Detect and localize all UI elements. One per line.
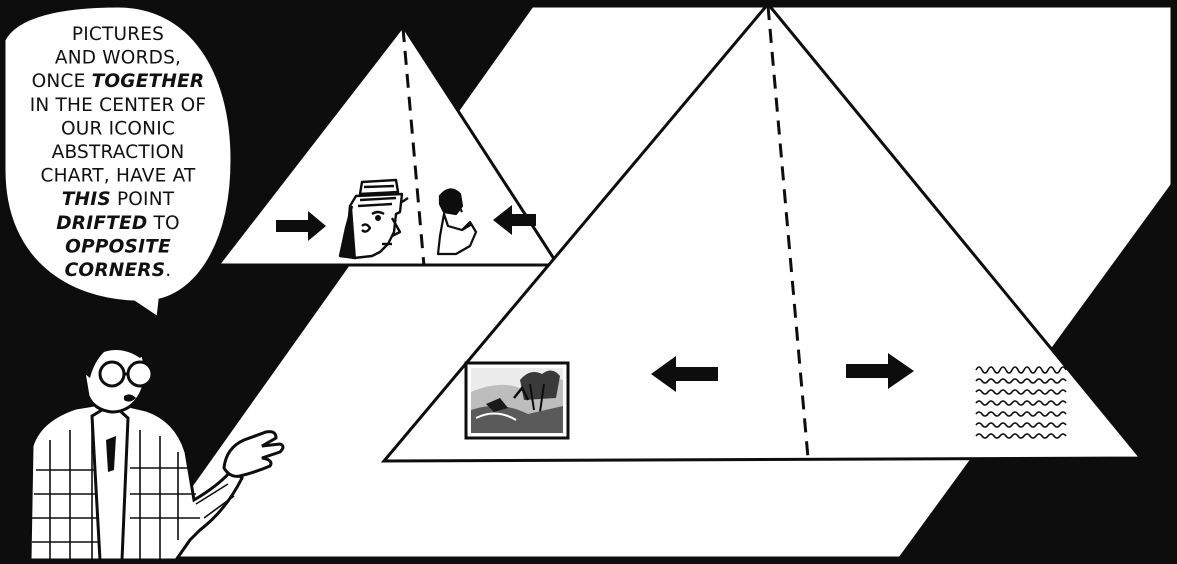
landscape-picture-icon (464, 361, 570, 440)
arrow-right-icon (276, 211, 326, 241)
speech-line: THIS POINT (62, 189, 175, 210)
large-triangle-divider (766, 5, 810, 459)
speech-line: IN THE CENTER OF (30, 95, 207, 116)
speech-line: PICTURES (72, 24, 164, 45)
cartoon-narrator-icon (28, 323, 285, 562)
speech-line: OUR ICONIC (61, 118, 175, 139)
arrow-right-icon (846, 353, 914, 389)
speech-emphasis: DRIFTED (56, 213, 147, 234)
speech-text: TO (147, 213, 179, 234)
jacket-plaid (32, 424, 235, 560)
speech-emphasis: THIS (62, 189, 111, 210)
speech-emphasis: TOGETHER (92, 71, 205, 92)
speech-text: . (165, 260, 171, 281)
large-triangle (380, 1, 1145, 463)
arrow-left-icon (651, 356, 718, 392)
speech-text: OUR ICONIC (61, 118, 175, 139)
speech-text: POINT (111, 189, 175, 210)
speech-text: AND WORDS, (55, 48, 181, 69)
hieroglyph-figure-icon (436, 188, 478, 256)
speech-bubble-text: PICTURES AND WORDS,ONCE TOGETHER IN THE CE… (30, 24, 207, 281)
speech-text: CHART, HAVE AT (41, 166, 196, 187)
speech-line: OPPOSITE (65, 236, 171, 257)
open-hand-icon (222, 430, 285, 478)
speech-line: AND WORDS, (55, 48, 181, 69)
speech-text: ONCE (32, 71, 92, 92)
speech-line: CORNERS. (65, 260, 172, 281)
arrow-left-icon (493, 205, 536, 235)
speech-text: PICTURES (72, 24, 164, 45)
speech-line: CHART, HAVE AT (41, 166, 196, 187)
speech-text: IN THE CENTER OF (30, 95, 207, 116)
speech-emphasis: OPPOSITE (65, 236, 171, 257)
small-triangle-divider (401, 27, 426, 267)
speech-bubble: PICTURES AND WORDS,ONCE TOGETHER IN THE CE… (2, 4, 234, 321)
speech-line: DRIFTED TO (56, 213, 179, 234)
speech-emphasis: CORNERS (65, 260, 166, 281)
speech-line: ONCE TOGETHER (32, 71, 205, 92)
speech-line: ABSTRACTION (52, 142, 185, 163)
glasses-icon (98, 360, 154, 388)
egyptian-head-icon (338, 178, 409, 260)
scribbled-text-icon (975, 366, 1067, 439)
speech-text: ABSTRACTION (52, 142, 185, 163)
small-triangle (214, 23, 561, 267)
